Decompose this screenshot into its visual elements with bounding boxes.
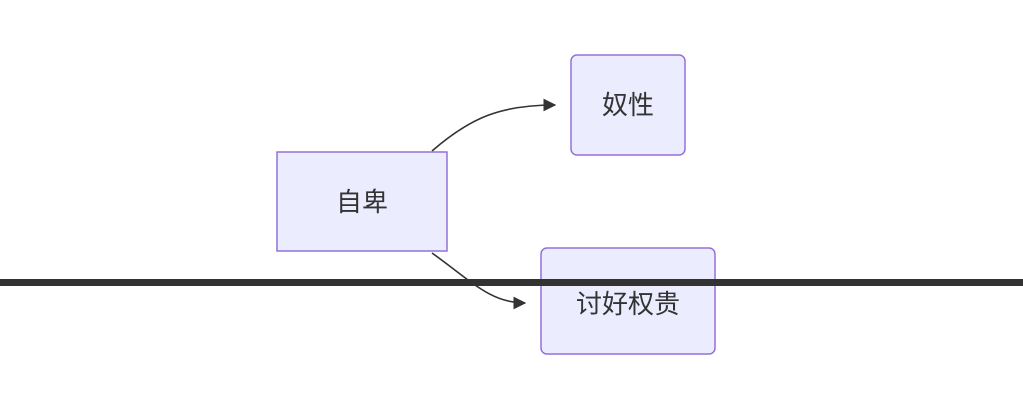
node-a-label: 自卑: [336, 188, 388, 218]
node-b-box: [570, 54, 686, 156]
node-c[interactable]: 讨好权贵: [540, 247, 716, 355]
node-a[interactable]: 自卑: [276, 151, 448, 252]
node-b[interactable]: 奴性: [570, 54, 686, 156]
node-b-label: 奴性: [602, 91, 654, 121]
edge-a-to-b: [431, 98, 557, 152]
node-c-box: [540, 247, 716, 355]
node-c-label: 讨好权贵: [576, 290, 680, 320]
edge-a-to-c: [431, 252, 527, 310]
horizontal-divider-bar: [0, 279, 1023, 286]
node-a-box: [276, 151, 448, 252]
